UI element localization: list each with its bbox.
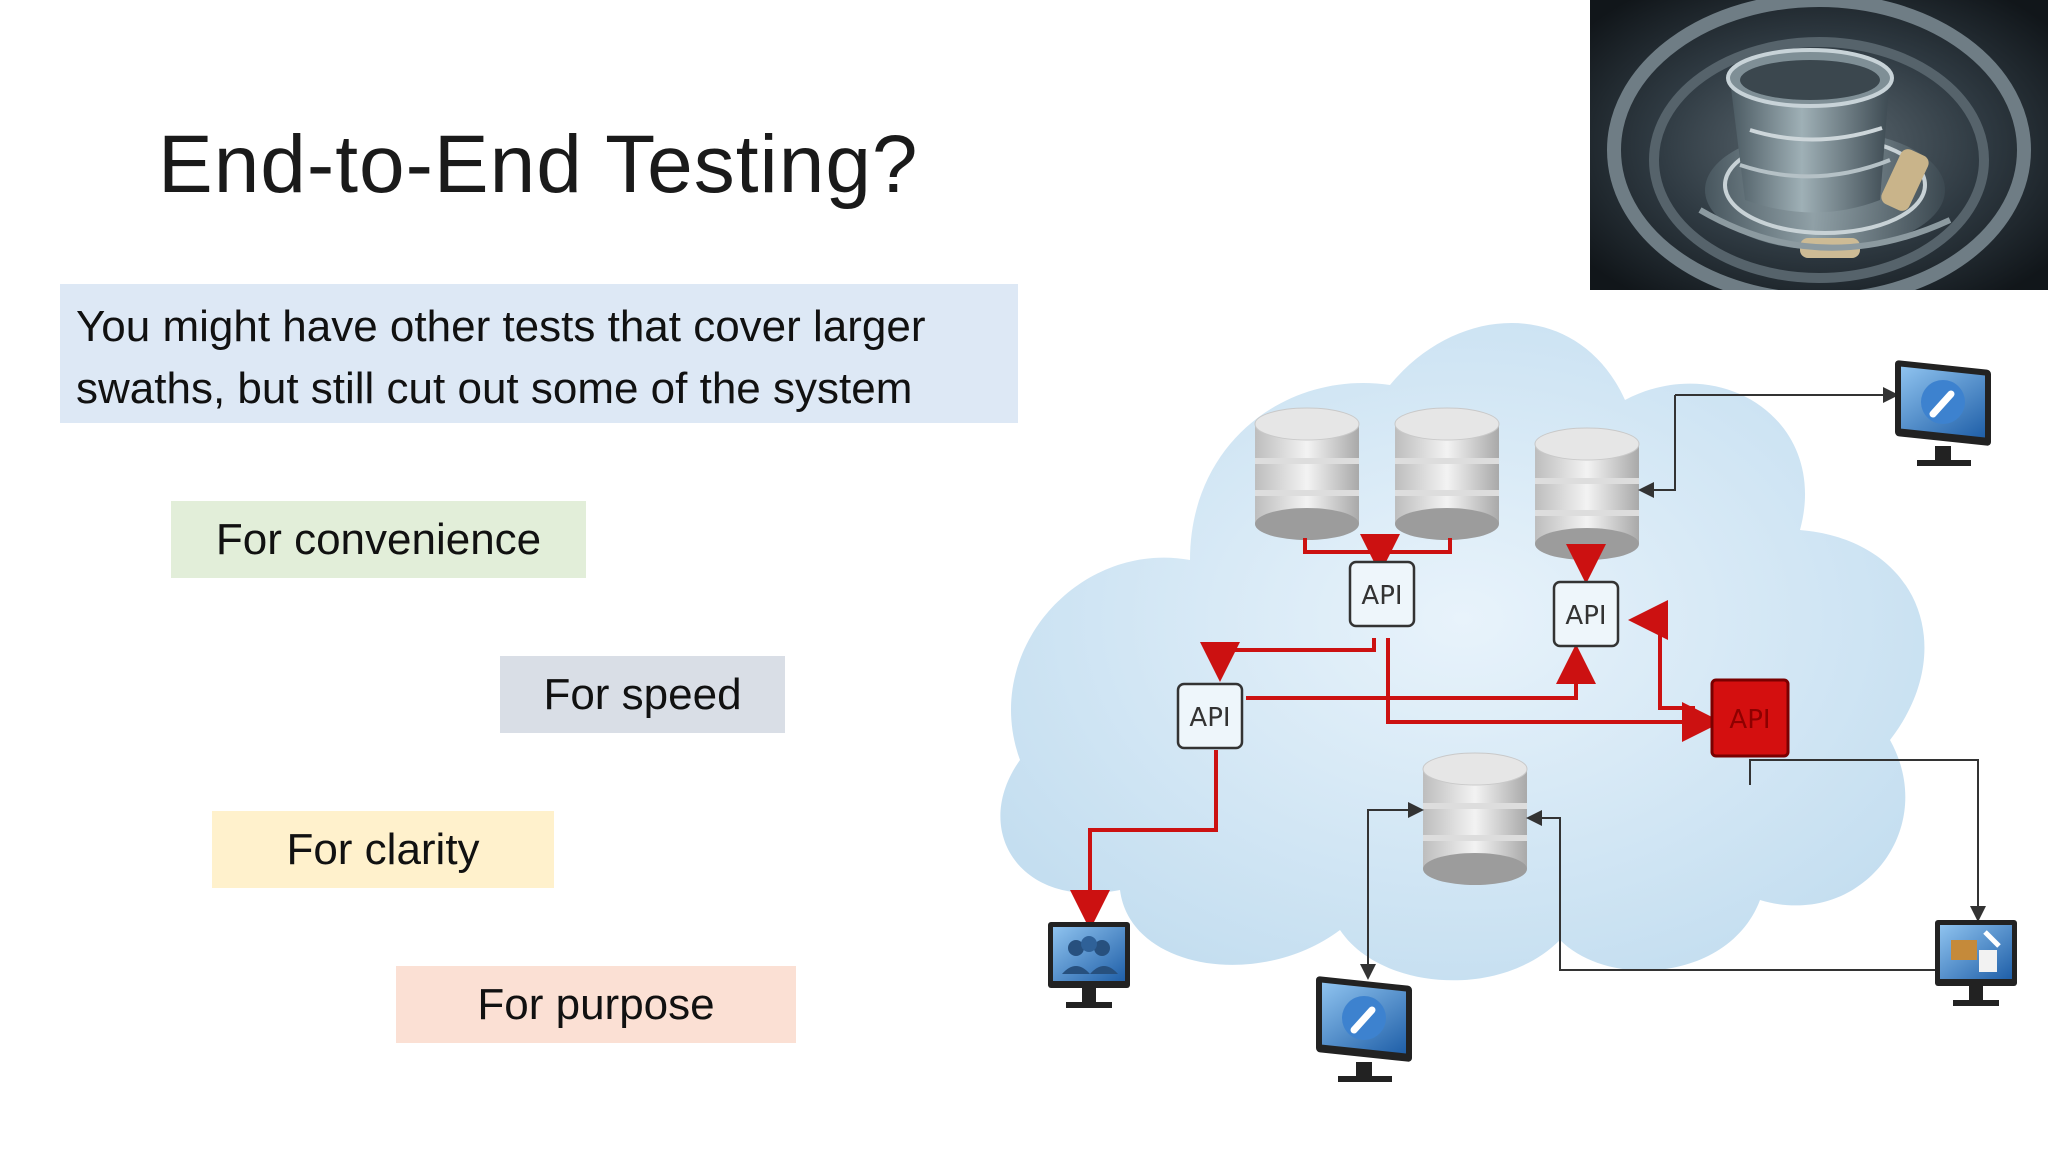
cloud-shape xyxy=(1000,323,1925,981)
api-label: API xyxy=(1189,703,1230,733)
api-label: API xyxy=(1565,601,1606,631)
callout-line-2: swaths, but still cut out some of the sy… xyxy=(76,364,913,413)
api-node: API xyxy=(1348,560,1416,628)
callout-box: You might have other tests that cover la… xyxy=(60,284,1018,423)
monitor-users-icon xyxy=(1048,922,1130,1008)
database-icon xyxy=(1534,427,1640,560)
api-node: API xyxy=(1176,682,1244,750)
api-label: API xyxy=(1361,581,1402,611)
reason-convenience: For convenience xyxy=(171,501,586,578)
database-icon xyxy=(1422,752,1528,885)
callout-line-1: You might have other tests that cover la… xyxy=(76,302,926,351)
reason-purpose: For purpose xyxy=(396,966,796,1043)
api-node-highlighted: API xyxy=(1710,678,1790,758)
architecture-diagram: API API API API xyxy=(960,290,2048,1152)
database-icon xyxy=(1394,407,1500,540)
normal-links xyxy=(1360,387,1986,980)
api-label: API xyxy=(1729,705,1770,735)
reason-clarity: For clarity xyxy=(212,811,554,888)
api-node: API xyxy=(1552,580,1620,648)
nested-buckets-photo xyxy=(1590,0,2048,290)
reason-speed: For speed xyxy=(500,656,785,733)
slide-title: End-to-End Testing? xyxy=(158,119,919,210)
monitor-wrench-icon xyxy=(1895,360,1991,466)
monitor-tools-icon xyxy=(1935,920,2017,1006)
database-icon xyxy=(1254,407,1360,540)
highlighted-links xyxy=(1070,534,1722,930)
monitor-wrench-icon xyxy=(1316,976,1412,1082)
